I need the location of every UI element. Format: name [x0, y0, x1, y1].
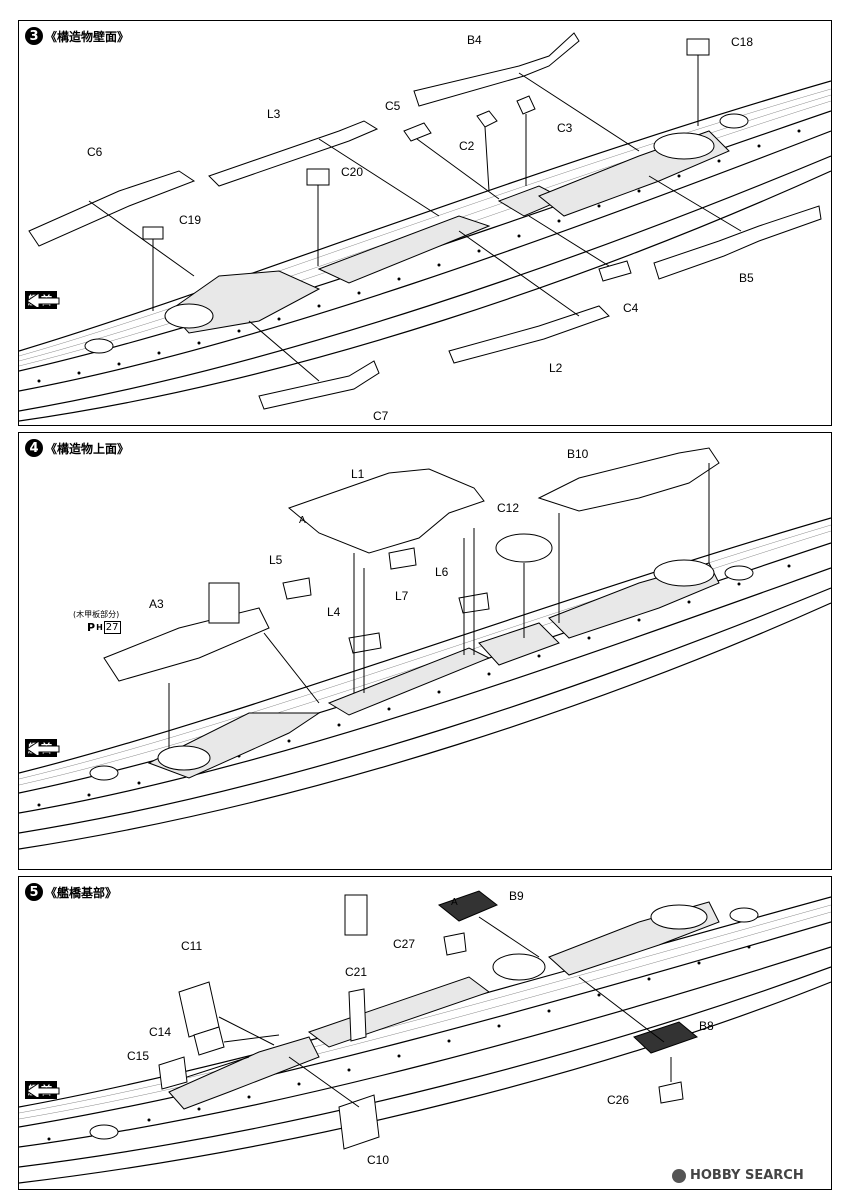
part-label-b4: B4 [467, 33, 482, 47]
part-label-l5: L5 [269, 553, 283, 567]
bow-indicator: 艦首 [25, 739, 60, 757]
step-title: 《構造物壁面》 [45, 29, 130, 44]
step-5-panel: 5 《艦橋基部》 B9 C27 C11 C21 C14 C15 B8 C26 C… [18, 876, 832, 1190]
part-label-c27: C27 [393, 937, 416, 951]
part-label-c7: C7 [373, 409, 389, 423]
step-number: 4 [25, 439, 43, 457]
bow-arrow-icon [26, 740, 60, 755]
bow-indicator: 艦首 [25, 1081, 60, 1099]
part-label-c14: C14 [149, 1025, 172, 1039]
part-label-l2: L2 [549, 361, 563, 375]
part-label-c10: C10 [367, 1153, 390, 1167]
part-mark-a: A [451, 897, 458, 908]
watermark-text: HOBBY SEARCH [690, 1168, 804, 1183]
part-label-c20: C20 [341, 165, 364, 179]
part-label-b9: B9 [509, 889, 524, 903]
part-label-c26: C26 [607, 1093, 630, 1107]
step-number: 5 [25, 883, 43, 901]
step-number: 3 [25, 27, 43, 45]
bow-arrow-icon [26, 1082, 60, 1097]
part-label-c4: C4 [623, 301, 639, 315]
step-title: 《艦橋基部》 [45, 885, 118, 900]
step-4-header: 4 《構造物上面》 [25, 439, 129, 457]
hobby-search-logo-icon [672, 1168, 686, 1183]
part-label-l3: L3 [267, 107, 281, 121]
part-label-l6: L6 [435, 565, 449, 579]
bow-indicator: 艦首 [25, 291, 60, 309]
part-label-a3: A3 [149, 597, 164, 611]
paint-sub: H [96, 623, 103, 632]
part-label-b10: B10 [567, 447, 589, 461]
part-label-l1: L1 [351, 467, 365, 481]
step-3-diagram [19, 32, 831, 422]
step-4-panel: 4 《構造物上面》 L1 B10 C12 L5 L7 L6 A3 L4 A (木… [18, 432, 832, 870]
part-label-l7: L7 [395, 589, 409, 603]
part-label-c2: C2 [459, 139, 475, 153]
paint-prefix: P [87, 621, 96, 634]
part-label-c11: C11 [181, 939, 203, 953]
wood-deck-note: (木甲板部分) [73, 610, 120, 619]
part-label-c18: C18 [731, 35, 754, 49]
part-label-c19: C19 [179, 213, 202, 227]
step-4-diagram [19, 447, 831, 850]
part-label-c21: C21 [345, 965, 368, 979]
part-label-c6: C6 [87, 145, 103, 159]
part-label-b5: B5 [739, 271, 754, 285]
bow-arrow-icon [26, 292, 60, 307]
step-3-panel: 3 《構造物壁面》 B4 C18 L3 C5 C2 C3 C6 C20 C19 … [18, 20, 832, 426]
part-mark-a: A [299, 515, 306, 526]
watermark: HOBBY SEARCH [672, 1168, 804, 1183]
step-title: 《構造物上面》 [45, 441, 130, 456]
part-label-c15: C15 [127, 1049, 150, 1063]
part-label-l4: L4 [327, 605, 341, 619]
part-label-b8: B8 [699, 1019, 714, 1033]
step-5-header: 5 《艦橋基部》 [25, 883, 117, 901]
part-label-c3: C3 [557, 121, 573, 135]
paint-number: 27 [103, 621, 121, 634]
part-label-c5: C5 [385, 99, 401, 113]
step-3-header: 3 《構造物壁面》 [25, 27, 129, 45]
part-label-c12: C12 [497, 501, 520, 515]
paint-reference: P H 27 [87, 621, 121, 634]
step-5-diagram [19, 890, 831, 1184]
